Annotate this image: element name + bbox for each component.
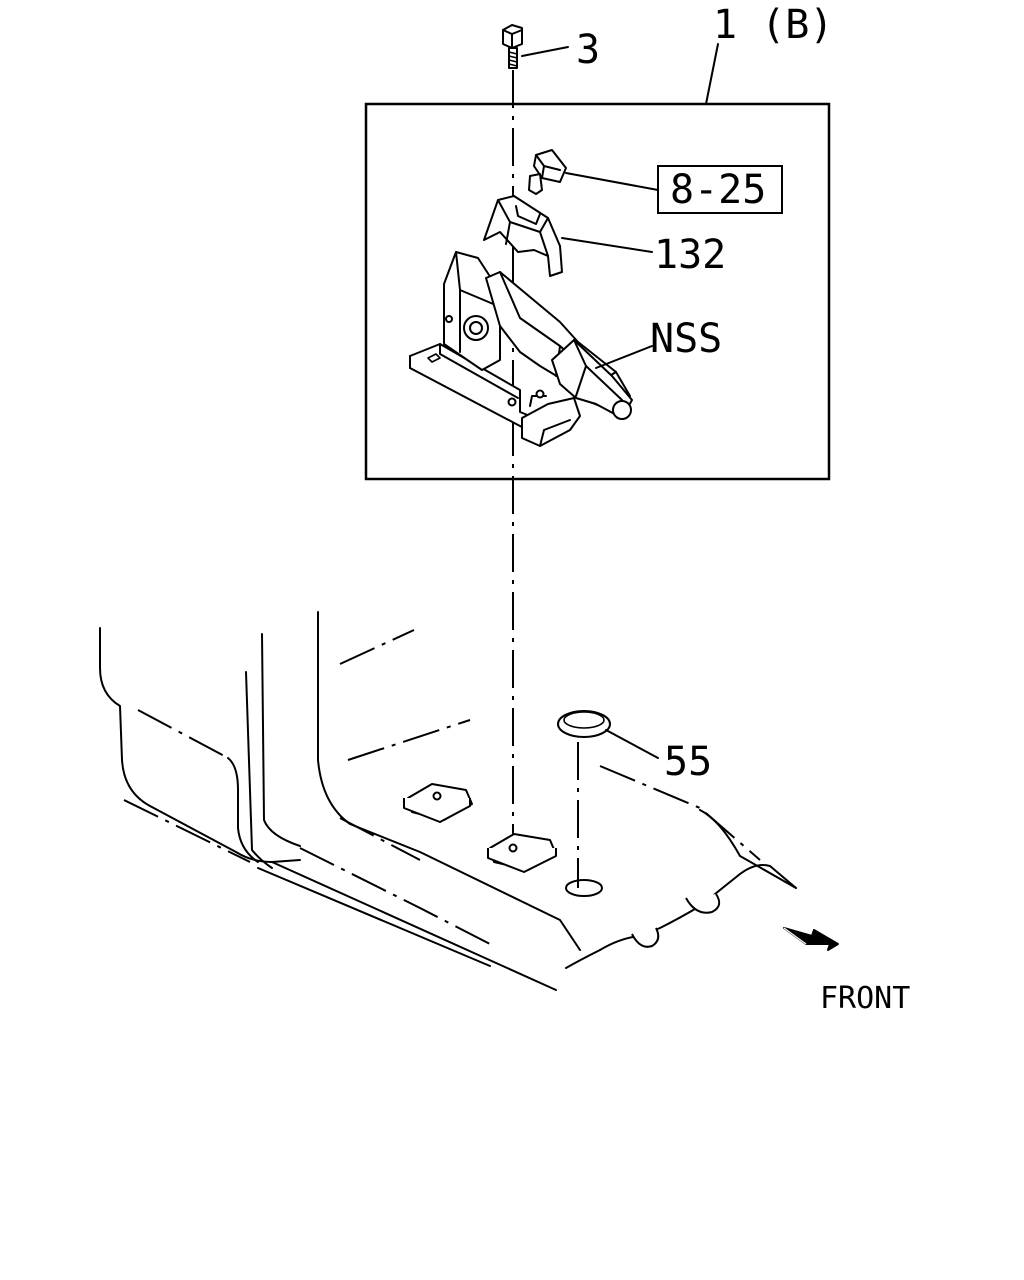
plug-leader [605, 729, 659, 759]
cover-label: 132 [654, 232, 726, 278]
plug-label: 55 [664, 739, 712, 785]
bolt-label: 3 [576, 27, 600, 73]
bolt-part [502, 24, 523, 69]
cover-leader [561, 237, 653, 253]
front-arrow-icon [783, 927, 839, 951]
nss-leader [595, 345, 653, 369]
bracket-part [409, 251, 633, 447]
floor-panel [99, 611, 797, 991]
clip-part [528, 149, 567, 195]
ref-box-label: 8-25 [670, 167, 766, 213]
clip-leader [565, 172, 659, 191]
assembly-label: 1 (B) [713, 2, 833, 48]
front-label: FRONT [820, 981, 910, 1016]
nss-label: NSS [650, 316, 722, 362]
assembly-frame [364, 102, 831, 481]
assembly-leader [705, 43, 719, 105]
bolt-leader [521, 46, 569, 57]
plug-part [557, 710, 611, 738]
cover-part [483, 195, 563, 277]
ref-box [657, 165, 783, 214]
